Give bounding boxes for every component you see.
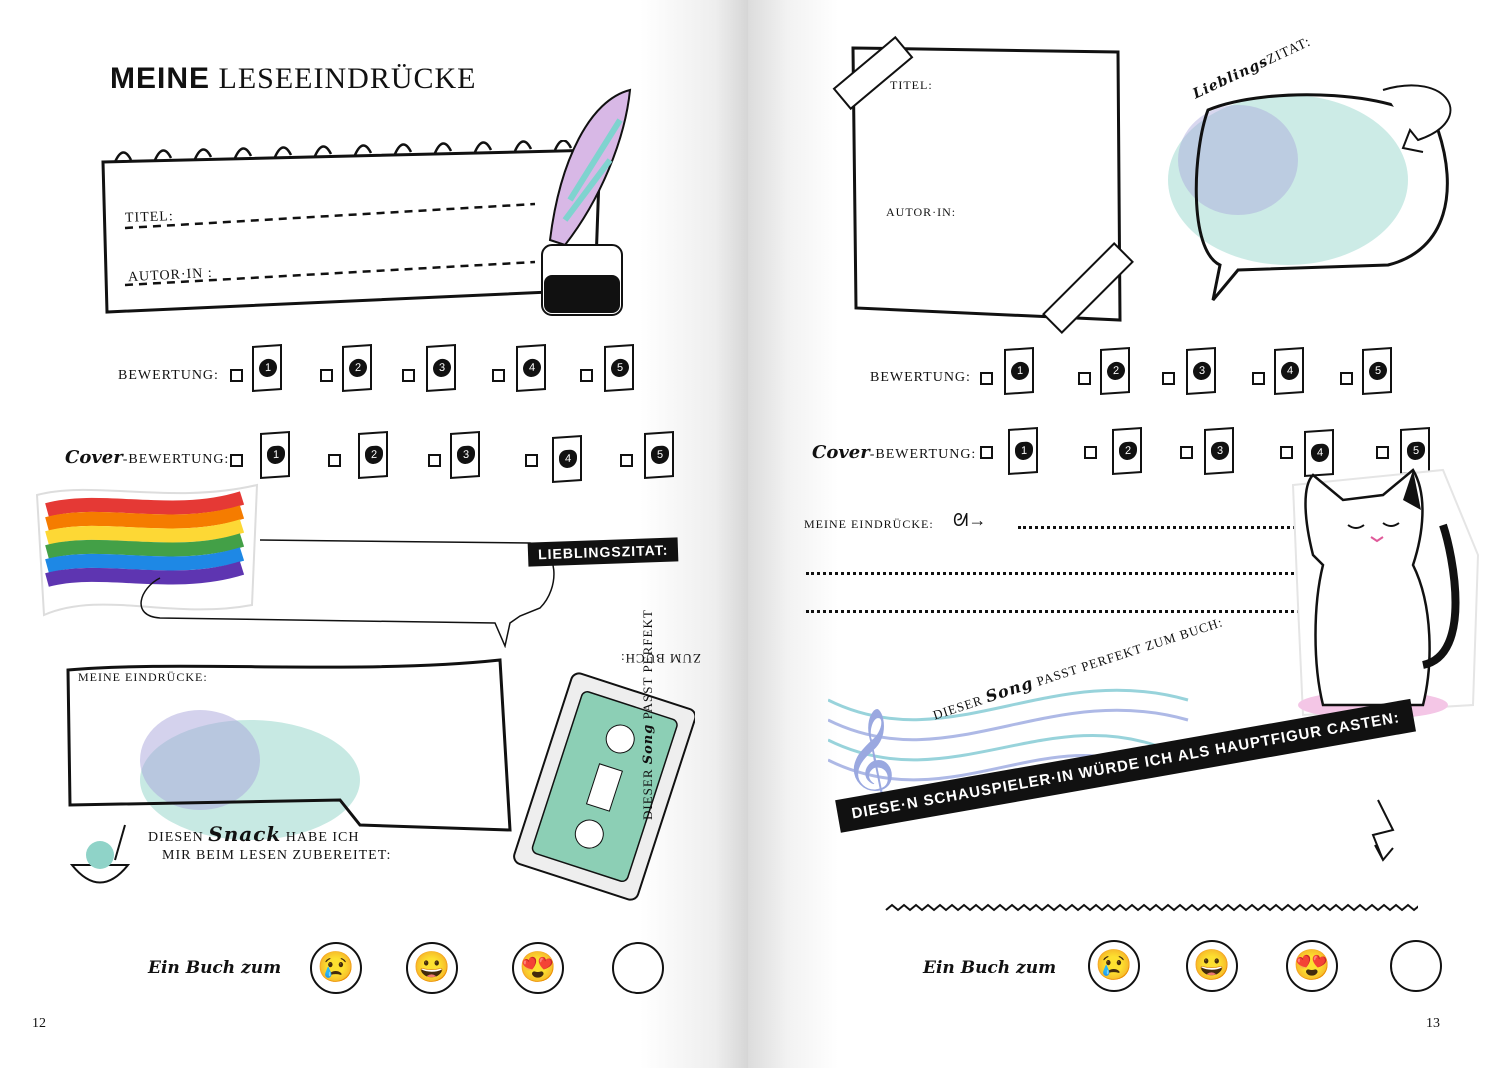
book-icon-5: 5	[1362, 346, 1392, 396]
book-rating-row: 1 2 3 4 5	[230, 343, 650, 405]
cover-checkbox-5[interactable]	[1376, 446, 1389, 459]
page-number: 13	[1426, 1016, 1440, 1031]
emoji-sad-icon[interactable]: 😢	[1088, 940, 1140, 992]
impressions-line-1[interactable]	[1018, 526, 1308, 529]
cover-heart-icon-2: 2	[1112, 426, 1142, 476]
snack-bowl-icon	[69, 820, 131, 900]
cover-rating-row: 1 2 3 4 5	[230, 430, 690, 492]
cover-heart-icon-3: 3	[450, 430, 480, 480]
titel-label: TITEL:	[890, 78, 933, 92]
emoji-grin-icon[interactable]: 😀	[1186, 940, 1238, 992]
emoji-grin-icon[interactable]: 😀	[406, 942, 458, 994]
cover-checkbox-5[interactable]	[620, 454, 633, 467]
cassette-caption: DIESER Song PASST PERFEKT	[640, 609, 656, 820]
rating-checkbox-1[interactable]	[230, 369, 243, 382]
emoji-sad-icon[interactable]: 😢	[310, 942, 362, 994]
rainbow-flag-sticker	[35, 483, 259, 617]
cat-sticker	[1291, 468, 1480, 719]
lieblingszitat-banner: LIEBLINGSZITAT:	[527, 537, 679, 567]
titel-label: TITEL:	[124, 209, 174, 226]
cover-checkbox-2[interactable]	[1084, 446, 1097, 459]
rating-checkbox-2[interactable]	[320, 369, 333, 382]
emoji-empty-circle[interactable]	[612, 942, 664, 994]
ein-buch-zum-label: Ein Buch zum	[923, 958, 1057, 978]
cover-heart-icon-1: 1	[1008, 426, 1038, 476]
cover-heart-icon-4: 4	[552, 434, 582, 484]
cover-rating-row: 1 2 3 4 5	[980, 426, 1440, 488]
page-title: MEINE LESEEINDRÜCKE	[110, 62, 477, 95]
impressions-line-3[interactable]	[806, 610, 1306, 613]
squiggle-arrow-icon: ᘛ→	[953, 510, 987, 530]
rating-checkbox-5[interactable]	[1340, 372, 1353, 385]
impressions-line-2[interactable]	[806, 572, 1306, 575]
rating-checkbox-1[interactable]	[980, 372, 993, 385]
cover-heart-icon-3: 3	[1204, 426, 1234, 476]
emoji-heart-eyes-icon[interactable]: 😍	[1286, 940, 1338, 992]
rating-checkbox-4[interactable]	[1252, 372, 1265, 385]
snack-label: DIESEN Snack HABE ICH	[148, 822, 360, 846]
emoji-heart-eyes-icon[interactable]: 😍	[512, 942, 564, 994]
cassette-caption-line2: ZUM BUCH:	[620, 651, 701, 666]
zigzag-answer-line[interactable]	[878, 790, 1418, 920]
book-icon-2: 2	[342, 343, 372, 393]
cover-bewertung-label: Cover-BEWERTUNG:	[812, 442, 977, 463]
rating-checkbox-2[interactable]	[1078, 372, 1091, 385]
eindruecke-label: MEINE EINDRÜCKE:	[804, 517, 934, 531]
eindruecke-label: MEINE EINDRÜCKE:	[78, 670, 208, 684]
title-card-frame	[832, 35, 1134, 334]
cover-checkbox-4[interactable]	[525, 454, 538, 467]
book-icon-1: 1	[252, 343, 282, 393]
cover-heart-icon-5: 5	[644, 430, 674, 480]
lieblingszitat-bubble	[1168, 84, 1452, 301]
rating-checkbox-3[interactable]	[1162, 372, 1175, 385]
book-icon-4: 4	[1274, 346, 1304, 396]
cover-checkbox-4[interactable]	[1280, 446, 1293, 459]
cover-checkbox-3[interactable]	[1180, 446, 1193, 459]
impressions-box	[66, 658, 512, 840]
book-icon-1: 1	[1004, 346, 1034, 396]
cover-checkbox-3[interactable]	[428, 454, 441, 467]
rating-checkbox-4[interactable]	[492, 369, 505, 382]
left-page: MEINE LESEEINDRÜCKE TITEL: AUTOR·IN : BE…	[0, 0, 748, 1068]
ein-buch-zum-label: Ein Buch zum	[148, 958, 282, 978]
cover-checkbox-2[interactable]	[328, 454, 341, 467]
book-icon-3: 3	[426, 343, 456, 393]
rating-checkbox-5[interactable]	[580, 369, 593, 382]
cover-checkbox-1[interactable]	[230, 454, 243, 467]
emoji-empty-circle[interactable]	[1390, 940, 1442, 992]
right-page: TITEL: AUTOR·IN: LieblingsZITAT: BEWERTU…	[748, 0, 1500, 1068]
page-number: 12	[32, 1016, 46, 1031]
cover-checkbox-1[interactable]	[980, 446, 993, 459]
snack-label-line2: MIR BEIM LESEN ZUBEREITET:	[162, 848, 392, 863]
cassette-icon	[513, 672, 695, 901]
book-icon-3: 3	[1186, 346, 1216, 396]
rating-checkbox-3[interactable]	[402, 369, 415, 382]
book-icon-5: 5	[604, 343, 634, 393]
autor-label: AUTOR·IN:	[886, 205, 957, 219]
book-rating-row: 1 2 3 4 5	[980, 346, 1400, 408]
quote-bubble	[140, 539, 555, 648]
book-icon-2: 2	[1100, 346, 1130, 396]
book-icon-4: 4	[516, 343, 546, 393]
feather-ink-sticker	[541, 88, 632, 316]
bewertung-label: BEWERTUNG:	[870, 370, 971, 385]
bewertung-label: BEWERTUNG:	[118, 368, 219, 383]
cover-bewertung-label: Cover-BEWERTUNG:	[65, 447, 230, 468]
cover-heart-icon-2: 2	[358, 430, 388, 480]
cover-heart-icon-1: 1	[260, 430, 290, 480]
